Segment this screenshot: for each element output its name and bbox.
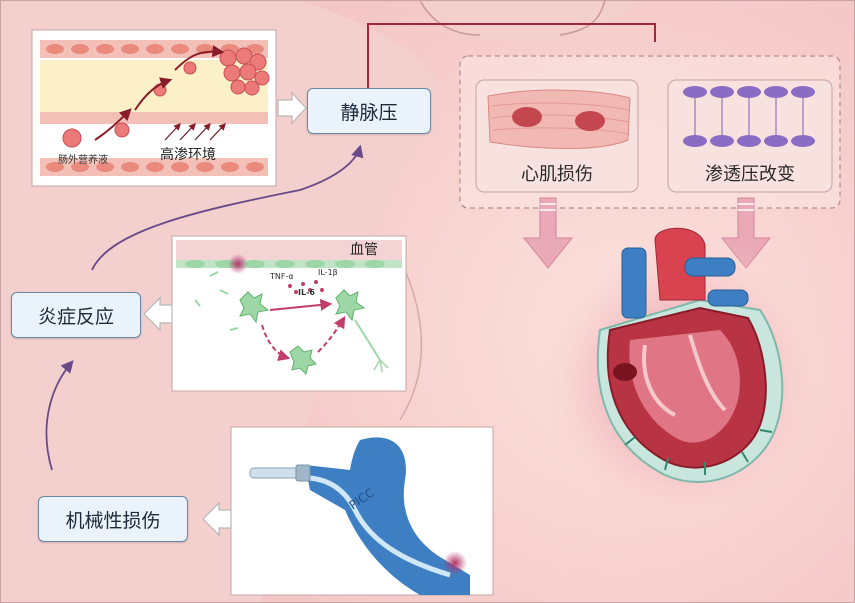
- text-blood-vessel: 血管: [350, 242, 378, 258]
- text-il-1b: IL-1β: [318, 268, 338, 277]
- label-inflammation: 炎症反应: [11, 292, 141, 338]
- label-osmotic-change: 渗透压改变: [705, 164, 795, 185]
- label-myocardial-injury: 心肌损伤: [521, 164, 593, 185]
- text-hyperosmotic-env: 高渗环境: [160, 147, 216, 163]
- vessel-panel: [31, 29, 277, 187]
- hollow-arrow-venous: [277, 91, 307, 125]
- label-mechanical-injury: 机械性损伤: [38, 496, 188, 542]
- heart-illustration: [530, 227, 830, 530]
- connector-line: [367, 23, 656, 88]
- text-parenteral-nutrition: 肠外营养液: [58, 155, 108, 166]
- myocardial-panel: [475, 79, 639, 193]
- hollow-arrow-mechanical: [202, 501, 232, 537]
- label-venous-pressure: 静脉压: [307, 88, 431, 134]
- arrow-inflammation-to-venous: [91, 144, 364, 271]
- osmotic-panel: [667, 79, 833, 193]
- text-il-6: IL-6: [298, 288, 315, 297]
- picc-panel: [230, 426, 494, 596]
- inflammation-panel: [171, 235, 407, 392]
- hollow-arrow-inflammation: [143, 296, 173, 332]
- body-contour: [399, 269, 423, 421]
- arrow-mechanical-to-inflammation: [45, 360, 74, 471]
- text-tnf-alpha: TNF-α: [270, 272, 294, 281]
